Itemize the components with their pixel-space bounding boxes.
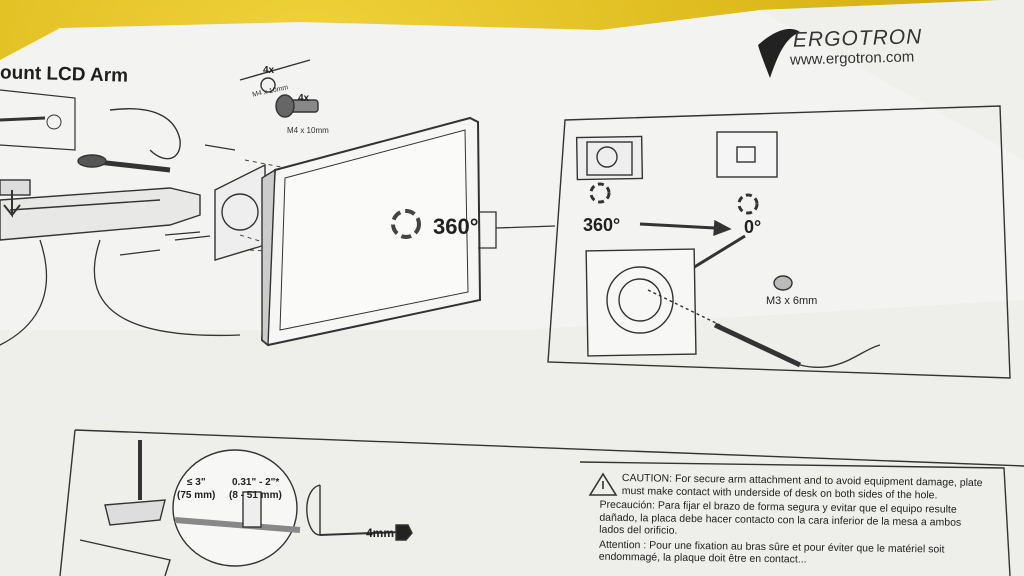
screw-count-label-second: 4x [298, 93, 310, 104]
desk-range-mm: (8 - 51 mm) [229, 490, 282, 501]
rotation-detail-box [547, 105, 1011, 379]
desk-thickness-mm: (75 mm) [177, 490, 216, 501]
caution-notice: CAUTION: For secure arm attachment and t… [599, 472, 983, 569]
screw-size-label-second: M4 x 10mm [287, 126, 329, 135]
rotation-callout-bracket [478, 211, 556, 249]
rotation-from-label: 360° [583, 215, 621, 235]
ergotron-logo-icon [758, 28, 800, 78]
desk-thickness-label: ≤ 3" [187, 477, 206, 488]
desk-range-label: 0.31" - 2"* [232, 477, 280, 488]
hex-key-label: 4mm [366, 526, 395, 540]
desk-mount-illustration [59, 429, 1024, 576]
screw-count-label: 4x [263, 65, 275, 76]
rotate-arrows-icon [391, 209, 421, 239]
page-title: ount LCD Arm [0, 62, 129, 87]
arm-assembly-illustration [0, 59, 482, 347]
m3-screw-label: M3 x 6mm [766, 295, 818, 307]
rotation-to-label: 0° [744, 217, 762, 237]
rotation-360-label: 360° [433, 214, 479, 239]
website-url: www.ergotron.com [789, 48, 915, 69]
